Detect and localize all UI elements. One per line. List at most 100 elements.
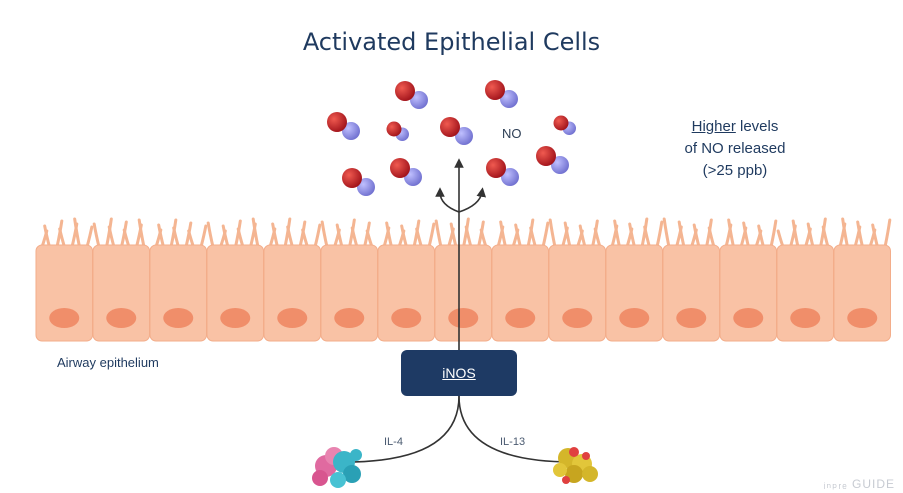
cell-nucleus [562, 308, 593, 328]
cilium [662, 217, 671, 249]
cilium [806, 222, 815, 249]
cilium [313, 223, 322, 249]
cilium [92, 222, 101, 249]
cilium [350, 226, 359, 249]
no-molecule-icon [386, 121, 409, 141]
note-line-2: of NO released [684, 140, 786, 157]
no-molecule-icon [440, 117, 473, 145]
cilium [883, 218, 892, 249]
epithelial-cell-layer [35, 244, 891, 342]
cilium [692, 223, 701, 249]
note-line-1-rest: levels [735, 118, 779, 135]
cell-nucleus [106, 308, 137, 328]
cell-nucleus [163, 308, 194, 328]
cilium [427, 222, 436, 249]
cilium [707, 226, 716, 249]
signal-pathway [344, 158, 574, 463]
cell-nucleus [847, 308, 878, 328]
oxygen-atom [395, 81, 415, 101]
oxygen-atom [486, 158, 506, 178]
oxygen-atom [440, 117, 460, 137]
cell-nucleus [49, 308, 80, 328]
cilium [479, 228, 488, 249]
cell-nucleus [277, 308, 308, 328]
il13-protein-icon [553, 447, 598, 484]
cell-nucleus [505, 308, 536, 328]
cilium [655, 220, 664, 249]
cilium [157, 223, 165, 249]
cilium [199, 224, 208, 249]
cilium [529, 226, 537, 249]
cilium [628, 222, 636, 249]
no-molecule-icon [553, 115, 576, 135]
cilium [85, 225, 94, 249]
cilium [415, 227, 423, 249]
nitrogen-atom [500, 90, 518, 108]
cilium [58, 227, 66, 249]
nitrogen-atom [342, 122, 360, 140]
note-line-3: (>25 ppb) [702, 162, 768, 179]
cell-nucleus [619, 308, 650, 328]
no-molecule-icon [342, 168, 375, 196]
cilium [301, 228, 309, 249]
cilium [434, 219, 443, 249]
cilium [643, 225, 651, 249]
cilium [107, 225, 116, 249]
nitrogen-atom [551, 156, 569, 174]
oxygen-atom [386, 121, 402, 137]
no-level-note: Higher levels of NO released (>25 ppb) [640, 116, 830, 182]
cilium [593, 227, 602, 249]
cell-nucleus [790, 308, 821, 328]
inos-enzyme-box: iNOS [401, 350, 517, 396]
cilia-layer [40, 217, 892, 249]
il4-protein-icon [312, 447, 362, 488]
cilium [548, 218, 557, 249]
cilium [541, 221, 550, 249]
cilium [821, 225, 830, 249]
cell-nucleus [334, 308, 365, 328]
cilium [514, 223, 522, 249]
signal-branch-left [435, 187, 460, 213]
cilium [43, 224, 51, 249]
note-highlight: Higher [691, 118, 736, 135]
no-molecule-icon [536, 146, 569, 174]
signal-branch-right [458, 187, 487, 213]
nitrogen-atom [357, 178, 375, 196]
il13-signal-line [458, 395, 574, 463]
cilium [271, 222, 279, 249]
oxygen-atom [342, 168, 362, 188]
cilium [871, 223, 879, 249]
oxygen-atom [553, 115, 569, 131]
cell-nucleus [448, 308, 479, 328]
cilium [286, 225, 294, 249]
no-molecule-icon [390, 158, 422, 186]
watermark: ᵢₙₚᵣₑ GUIDE [823, 477, 895, 491]
cilium [464, 225, 473, 249]
diagram-title: Activated Epithelial Cells [302, 28, 601, 56]
tissue-label: Airway epithelium [57, 355, 159, 370]
no-molecule-label: NO [502, 126, 522, 141]
oxygen-atom [485, 80, 505, 100]
cilium [335, 223, 344, 249]
no-molecule-icon [486, 158, 519, 186]
inos-label: iNOS [442, 365, 476, 381]
cell-nucleus [220, 308, 251, 328]
nitrogen-atom [501, 168, 519, 186]
oxygen-atom [327, 112, 347, 132]
no-molecule-icon [395, 81, 428, 109]
cilium [172, 226, 180, 249]
nitrogen-atom [455, 127, 473, 145]
cilium [400, 224, 408, 249]
cilium [757, 224, 765, 249]
cell-nucleus [733, 308, 764, 328]
il4-signal-line [344, 395, 460, 463]
cilium [122, 228, 131, 249]
oxygen-atom [536, 146, 556, 166]
cell-nucleus [391, 308, 422, 328]
cilium [236, 227, 245, 249]
cilium [206, 221, 215, 249]
cilium [449, 222, 458, 249]
il13-label: IL-13 [500, 436, 526, 448]
cilium [578, 224, 587, 249]
